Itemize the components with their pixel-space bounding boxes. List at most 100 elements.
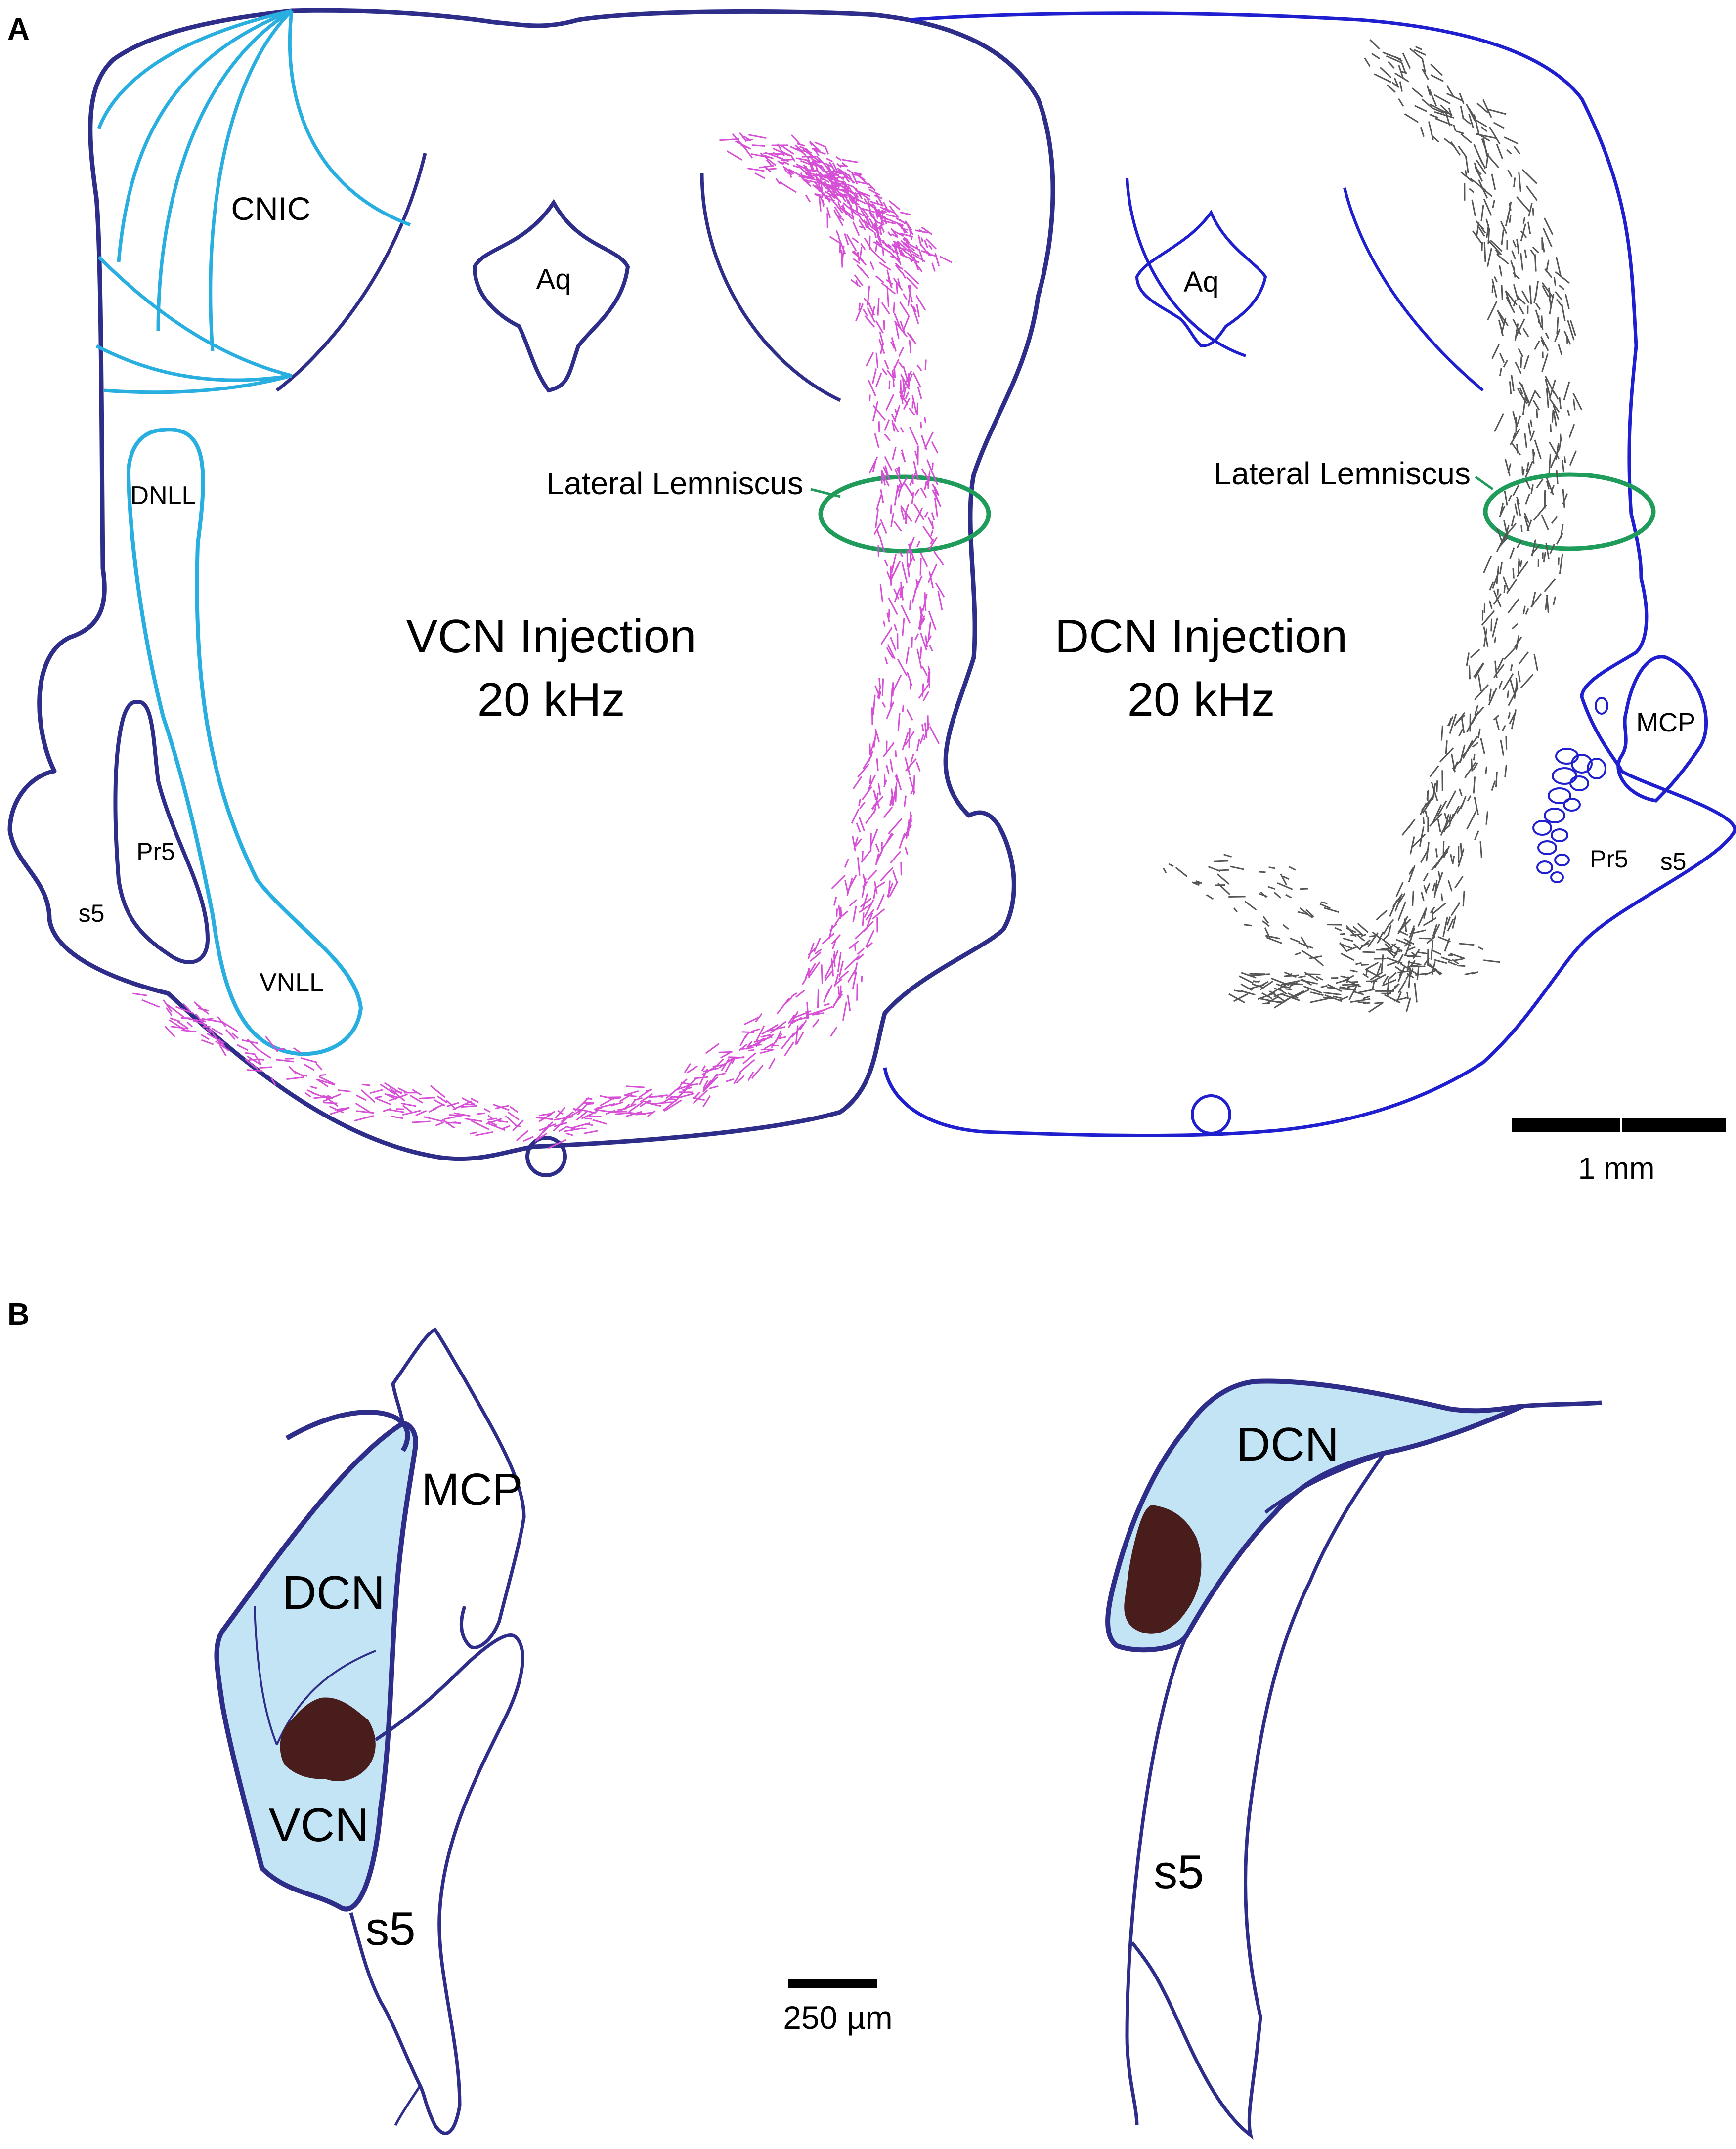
axon-segment xyxy=(1529,285,1532,305)
axon-segment xyxy=(906,709,913,721)
axon-segment xyxy=(775,178,781,185)
axon-segment xyxy=(1412,890,1414,906)
axon-segment xyxy=(1549,398,1560,413)
axon-segment xyxy=(1502,576,1509,591)
axon-segment xyxy=(1470,649,1480,658)
panel-a-letter: A xyxy=(7,12,30,46)
axon-segment xyxy=(1391,82,1398,87)
axon-segment xyxy=(1302,950,1314,959)
axon-segment xyxy=(853,202,860,206)
axon-segment xyxy=(873,791,877,800)
axon-segment xyxy=(1474,662,1484,679)
axon-segment xyxy=(1473,144,1483,164)
axon-segment xyxy=(838,237,846,255)
left-dcn-label: DCN xyxy=(282,1566,385,1619)
axon-segment xyxy=(849,899,857,907)
axon-segment xyxy=(885,394,895,411)
axon-segment xyxy=(890,851,901,864)
axon-segment xyxy=(821,165,827,174)
axon-segment xyxy=(894,405,901,421)
axon-segment xyxy=(1503,525,1510,543)
axon-segment xyxy=(523,1136,534,1142)
axon-segment xyxy=(788,170,792,175)
axon-segment xyxy=(826,167,833,178)
axon-segment xyxy=(889,759,894,773)
right-lemniscus-ellipse xyxy=(1483,472,1656,551)
axon-segment xyxy=(1411,951,1417,957)
axon-segment xyxy=(1530,593,1542,608)
axon-segment xyxy=(731,1058,736,1064)
axon-segment xyxy=(878,221,884,226)
axon-segment xyxy=(719,138,739,141)
axon-segment xyxy=(1556,299,1563,308)
axon-segment xyxy=(1432,923,1440,939)
axon-segment xyxy=(163,999,173,1013)
axon-segment xyxy=(717,1058,724,1066)
axon-segment xyxy=(1348,983,1358,1000)
axon-segment xyxy=(842,182,854,187)
axon-segment xyxy=(1562,489,1565,508)
axon-segment xyxy=(259,1066,273,1069)
left-mcp-region xyxy=(391,1327,526,1649)
left-pr5-region xyxy=(113,699,210,964)
dnll-vnll-region xyxy=(126,428,363,1056)
axon-segment xyxy=(242,1039,259,1044)
axon-segment xyxy=(929,645,933,652)
axon-segment xyxy=(1313,957,1324,967)
axon-segment xyxy=(1384,943,1393,951)
axon-segment xyxy=(1551,516,1558,524)
axon-segment xyxy=(1437,819,1441,833)
axon-segment xyxy=(1392,893,1403,907)
axon-segment xyxy=(702,1095,711,1108)
axon-segment xyxy=(1483,242,1486,262)
axon-segment xyxy=(1504,459,1511,476)
axon-segment xyxy=(1518,305,1524,315)
axon-segment xyxy=(236,1044,249,1051)
axon-segment xyxy=(897,244,902,256)
axon-segment xyxy=(1474,166,1483,182)
axon-segment xyxy=(862,873,867,886)
axon-segment xyxy=(760,1048,774,1054)
axon-segment xyxy=(852,971,857,990)
axon-segment xyxy=(864,899,874,918)
axon-segment xyxy=(900,320,906,333)
axon-segment xyxy=(840,250,843,268)
axon-segment xyxy=(892,447,897,460)
axon-segment xyxy=(221,1021,238,1032)
axon-segment xyxy=(1416,966,1420,980)
axon-segment xyxy=(617,1108,627,1111)
axon-segment xyxy=(1520,525,1523,532)
axon-segment xyxy=(875,372,882,387)
axon-segment xyxy=(918,608,923,629)
axon-segment xyxy=(815,178,829,186)
axon-segment xyxy=(1346,927,1356,933)
axon-segment xyxy=(878,225,882,235)
axon-segment xyxy=(903,315,910,331)
axon-segment xyxy=(355,1102,372,1114)
axon-segment xyxy=(1499,368,1502,377)
axon-segment xyxy=(1562,460,1565,473)
axon-segment xyxy=(1507,170,1513,177)
axon-segment xyxy=(706,1073,718,1088)
axon-segment xyxy=(863,309,868,316)
axon-segment xyxy=(1388,919,1394,926)
axon-segment xyxy=(360,1089,376,1103)
axon-segment xyxy=(1432,924,1438,937)
axon-segment xyxy=(1512,568,1515,579)
axon-segment xyxy=(430,1085,446,1098)
axon-segment xyxy=(924,417,927,424)
axon-segment xyxy=(933,486,940,496)
right-mcp-label: MCP xyxy=(1636,708,1695,737)
axon-segment xyxy=(1512,272,1520,280)
axon-segment xyxy=(1514,146,1521,155)
axon-segment xyxy=(891,420,895,432)
axon-segment xyxy=(1323,996,1333,999)
axon-segment xyxy=(1534,439,1542,459)
axon-segment xyxy=(1357,923,1369,933)
axon-segment xyxy=(856,953,865,961)
axon-segment xyxy=(875,352,879,369)
axon-segment xyxy=(885,765,890,775)
axon-segment xyxy=(761,1024,779,1035)
axon-segment xyxy=(884,559,889,567)
axon-segment xyxy=(1339,943,1352,949)
